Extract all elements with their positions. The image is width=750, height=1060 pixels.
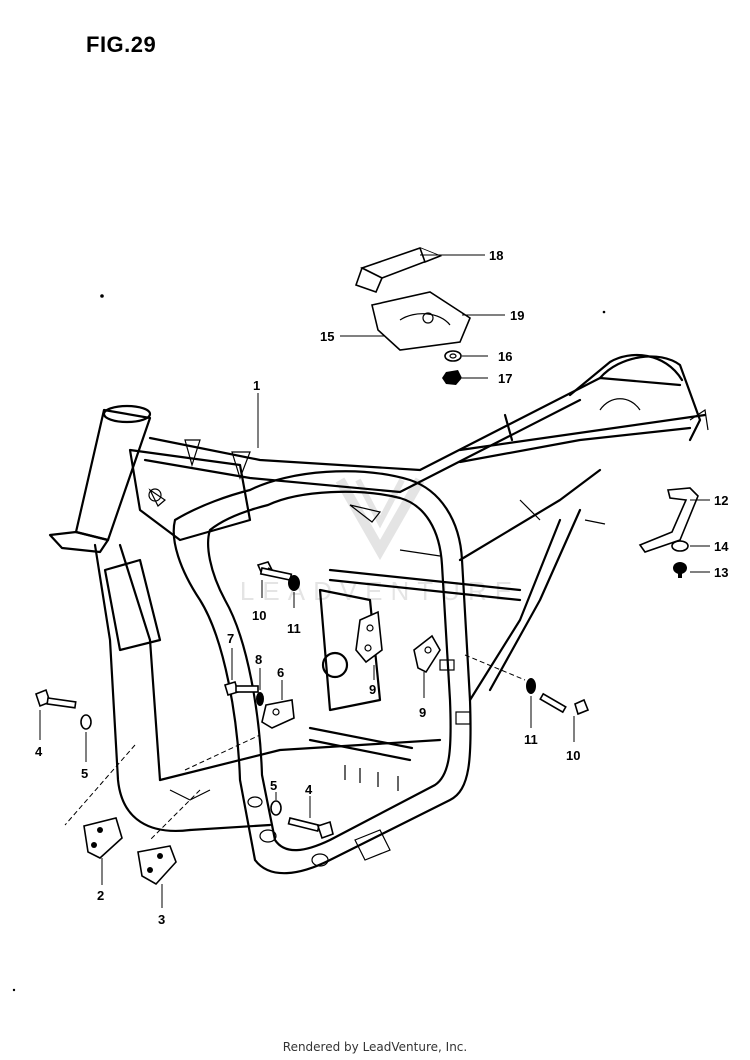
- speck: [602, 310, 606, 314]
- callout-2: 2: [97, 888, 104, 903]
- callout-10-upper: 10: [252, 608, 266, 623]
- main-frame: [48, 353, 709, 875]
- callout-7: 7: [227, 631, 234, 646]
- part-11-nut-lower: [526, 678, 536, 694]
- part-4-bolt-left: [35, 688, 77, 709]
- callout-18: 18: [489, 248, 503, 263]
- leader-lines: [39, 254, 710, 908]
- callout-19: 19: [510, 308, 524, 323]
- callout-11-upper: 11: [287, 621, 301, 636]
- callout-14: 14: [714, 539, 729, 554]
- callout-15: 15: [320, 329, 334, 344]
- footer-credit: Rendered by LeadVenture, Inc.: [282, 1040, 468, 1054]
- part-6-plate: [261, 699, 295, 729]
- watermark-text: LEADVENTURE: [240, 576, 520, 606]
- part-5-washer-left: [80, 714, 92, 730]
- callout-labels: 1 2 3 4 4 5 5 6 7 8 9 9 10 10 11 11 12 1…: [35, 248, 729, 927]
- callout-6: 6: [277, 665, 284, 680]
- part-7-bolt: [224, 681, 259, 696]
- callout-11-lower: 11: [524, 732, 538, 747]
- speck: [12, 988, 16, 992]
- callout-5-lower: 5: [270, 778, 277, 793]
- assembly-line: [149, 789, 201, 841]
- part-8-washer: [256, 692, 264, 706]
- part-5-washer-lower: [270, 800, 282, 816]
- callout-8: 8: [255, 652, 262, 667]
- part-9-plate-left: [355, 610, 383, 664]
- part-10-bolt-upper: [256, 561, 293, 582]
- speck: [100, 294, 104, 298]
- part-14-washer: [671, 540, 689, 552]
- leadventure-watermark-logo: LEADVENTURE: [240, 477, 520, 606]
- part-17-nut: [442, 370, 462, 385]
- callout-12: 12: [714, 493, 728, 508]
- callout-3: 3: [158, 912, 165, 927]
- part-16-washer: [444, 350, 462, 362]
- callout-9-right: 9: [419, 705, 426, 720]
- part-13-screw: [673, 562, 687, 578]
- part-19-tray: [371, 291, 471, 351]
- assembly-line: [64, 744, 136, 826]
- callout-13: 13: [714, 565, 728, 580]
- callout-16: 16: [498, 349, 512, 364]
- part-12-bracket: [638, 487, 699, 553]
- assembly-line: [184, 734, 261, 771]
- callout-9-left: 9: [369, 682, 376, 697]
- part-3-bracket: [137, 845, 177, 886]
- callout-1: 1: [253, 378, 260, 393]
- callout-5-left: 5: [81, 766, 88, 781]
- assembly-line: [464, 654, 526, 681]
- callout-4-lower: 4: [305, 782, 313, 797]
- callout-17: 17: [498, 371, 512, 386]
- figure-title: FIG.29: [86, 32, 157, 57]
- part-2-bracket: [83, 817, 123, 859]
- part-10-bolt-lower: [539, 692, 590, 716]
- part-11-nut-upper: [288, 575, 300, 591]
- part-4-bolt-lower: [287, 817, 334, 840]
- callout-10-lower: 10: [566, 748, 580, 763]
- callout-4-left: 4: [35, 744, 43, 759]
- part-9-plate-right: [413, 634, 441, 674]
